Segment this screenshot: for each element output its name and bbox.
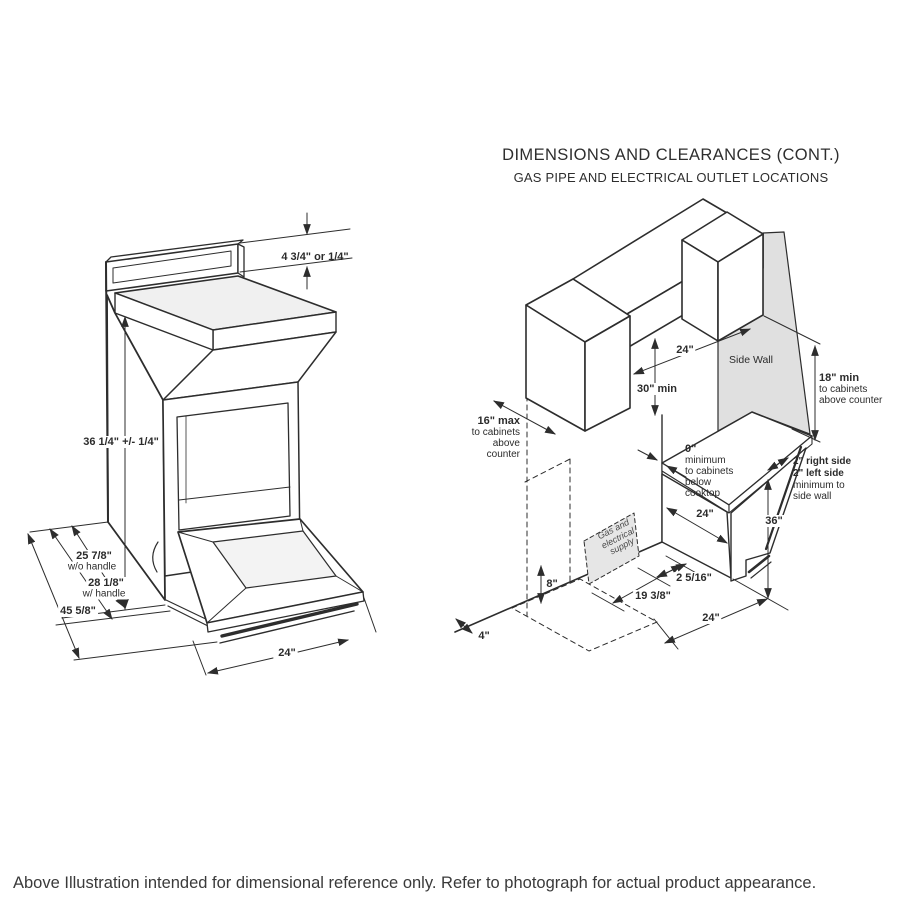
dim-supply-gap: 2 5/16" — [674, 572, 714, 584]
dim-supply-run: 19 3/8" — [633, 590, 673, 602]
page-title-block: DIMENSIONS AND CLEARANCES (CONT.) GAS PI… — [440, 146, 900, 185]
side-wall-label: Side Wall — [729, 354, 773, 366]
dim-right-min-block: 18" min to cabinets above counter — [819, 372, 882, 406]
dim-counter-height: 36" — [763, 515, 785, 527]
gas-supply-region — [583, 512, 640, 585]
dim-floor-depth: 24" — [700, 612, 722, 624]
range-figure — [27, 212, 377, 676]
dim-zero-min-line4: below — [685, 477, 712, 488]
dim-overall-height: 36 1/4" +/- 1/4" — [81, 436, 161, 448]
dim-zero-min-line3: to cabinets — [685, 466, 734, 477]
dim-left-max-line3: above — [492, 438, 520, 449]
dim-min-above-cooktop: 30" min — [634, 383, 680, 395]
dim-left-max-line1: 16" max — [477, 415, 520, 427]
dim-zero-min-block: 0" minimum to cabinets below cooktop — [685, 443, 733, 499]
range-open-door — [177, 518, 365, 644]
range-backsplash — [105, 239, 245, 292]
dim-depth-w-handle-note: w/ handle — [80, 588, 128, 600]
dim-depth-wo-handle-note: w/o handle — [65, 561, 119, 573]
dim-counter-depth: 24" — [696, 508, 714, 520]
dim-range-width: 24" — [276, 647, 298, 659]
dim-side-wall-min-line3: minimum to — [793, 480, 845, 491]
dim-right-min-line2: to cabinets — [819, 384, 868, 395]
clearance-figure — [454, 198, 821, 652]
upper-cabinets — [525, 198, 764, 432]
dim-right-min-line3: above counter — [819, 395, 883, 406]
dim-left-max-line2: to cabinets — [471, 427, 520, 438]
page-title: DIMENSIONS AND CLEARANCES (CONT.) — [502, 146, 840, 164]
clearance-dimensions — [455, 315, 821, 650]
footer-note: Above Illustration intended for dimensio… — [13, 874, 817, 892]
range-dimensions — [27, 212, 377, 676]
dim-left-max-line4: counter — [486, 449, 520, 460]
dim-depth-w-handle: 28 1/8" — [86, 577, 126, 589]
dim-zero-min-line2: minimum — [685, 455, 726, 466]
dim-zero-min-line5: cooktop — [685, 488, 721, 499]
dim-depth-wo-handle: 25 7/8" — [74, 550, 114, 562]
dim-zero-min-line1: 0" — [685, 443, 697, 455]
dim-supply-height: 8" — [546, 578, 558, 590]
dim-left-max-block: 16" max to cabinets above counter — [455, 415, 520, 460]
dim-opening-width: 24" — [674, 344, 696, 356]
dim-side-wall-min-line2: 2" left side — [793, 468, 844, 479]
page-subtitle: GAS PIPE AND ELECTRICAL OUTLET LOCATIONS — [513, 170, 829, 185]
dim-left-offset: 4" — [478, 630, 490, 642]
dim-depth-door-open: 45 5/8" — [58, 605, 98, 617]
dim-side-wall-min-line4: side wall — [793, 491, 832, 502]
dim-side-wall-min-block: 2" right side 2" left side minimum to si… — [793, 456, 851, 502]
dim-backsplash-height: 4 3/4" or 1/4" — [281, 251, 349, 263]
dim-side-wall-min-line1: 2" right side — [793, 456, 852, 467]
dim-right-min-line1: 18" min — [819, 372, 860, 384]
